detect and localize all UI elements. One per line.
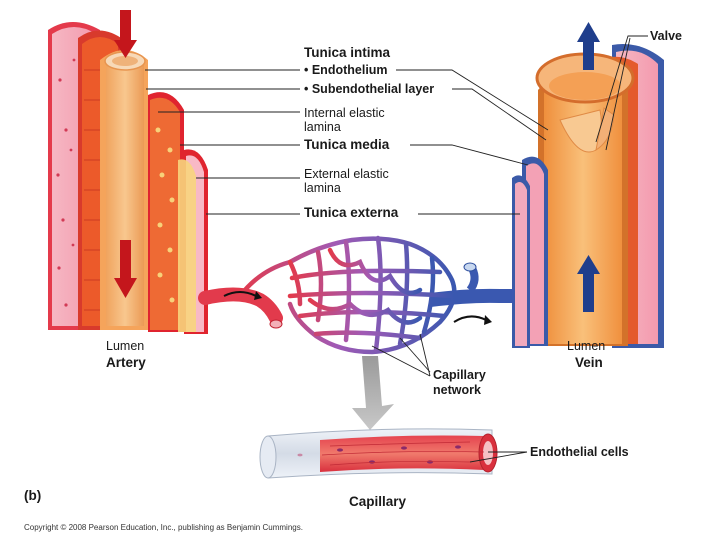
label-capillary: Capillary	[349, 494, 407, 509]
label-artery-lumen: Lumen	[106, 339, 145, 353]
panel-label: (b)	[24, 488, 42, 503]
label-capillary-network-1: Capillary	[433, 368, 486, 382]
label-endothelium: • Endothelium	[304, 63, 388, 77]
capillary-illustration	[259, 428, 498, 479]
capillary-network-illustration	[198, 235, 514, 355]
copyright-notice: Copyright © 2008 Pearson Education, Inc.…	[24, 523, 303, 532]
label-vein: Vein	[575, 355, 603, 370]
vein-illustration	[512, 22, 664, 348]
label-vein-lumen: Lumen	[567, 339, 606, 353]
zoom-pointer-arrow	[352, 356, 394, 430]
label-tunica-externa: Tunica externa	[304, 205, 399, 220]
label-external-elastic-1: External elastic	[304, 167, 389, 181]
label-endothelial-cells: Endothelial cells	[530, 445, 629, 459]
label-subendothelial-layer: • Subendothelial layer	[304, 82, 435, 96]
label-internal-elastic-2: lamina	[304, 120, 341, 134]
label-external-elastic-2: lamina	[304, 181, 341, 195]
label-tunica-media: Tunica media	[304, 137, 390, 152]
flow-arrows	[223, 291, 492, 325]
label-internal-elastic-1: Internal elastic	[304, 106, 385, 120]
label-capillary-network-2: network	[433, 383, 481, 397]
label-artery: Artery	[106, 355, 146, 370]
label-tunica-intima: Tunica intima	[304, 45, 391, 60]
artery-illustration	[48, 10, 208, 334]
label-valve: Valve	[650, 29, 682, 43]
leader-lines	[145, 35, 648, 463]
